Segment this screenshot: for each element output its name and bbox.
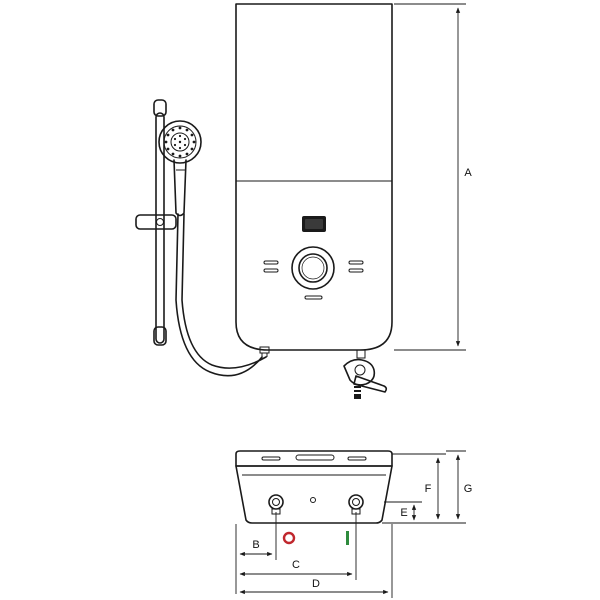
bottom-view-body xyxy=(235,450,393,524)
hot-water-outlet-pipe xyxy=(268,494,284,515)
heater-body xyxy=(235,3,393,351)
dimension-d: D xyxy=(239,524,393,598)
dimension-a: A xyxy=(394,3,474,351)
hot-outlet-marker-icon xyxy=(282,531,296,545)
dimension-label-e: E xyxy=(400,507,407,519)
cold-inlet-marker-icon xyxy=(346,531,349,545)
front-view: A xyxy=(135,3,474,399)
dimension-c: C xyxy=(239,512,357,580)
dimension-g: G xyxy=(446,450,473,524)
right-button-group xyxy=(348,260,364,273)
dimension-label-c: C xyxy=(292,559,300,571)
shower-handle xyxy=(173,159,187,217)
dimension-label-b: B xyxy=(252,539,259,551)
dimension-label-f: F xyxy=(425,483,432,495)
dimension-f: F xyxy=(392,453,446,524)
left-button-group xyxy=(263,260,279,273)
dimension-e: E xyxy=(382,501,422,524)
dimension-label-d: D xyxy=(312,578,320,590)
dimension-b: B xyxy=(235,512,277,594)
shower-head xyxy=(158,120,202,217)
shower-slide-rail xyxy=(135,99,177,346)
dimension-label-g: G xyxy=(464,483,473,495)
top-knob-protrusion xyxy=(295,454,335,461)
bottom-button xyxy=(304,295,323,300)
valve-assembly xyxy=(343,349,388,399)
shower-hose xyxy=(175,213,267,377)
display-window xyxy=(302,216,326,232)
left-inlet-fitting xyxy=(259,346,270,357)
cold-water-inlet-pipe xyxy=(348,494,364,515)
bottom-view: B C D E F xyxy=(235,450,473,598)
dimension-label-a: A xyxy=(464,167,472,179)
center-screw xyxy=(310,497,316,503)
control-knob xyxy=(291,246,335,290)
